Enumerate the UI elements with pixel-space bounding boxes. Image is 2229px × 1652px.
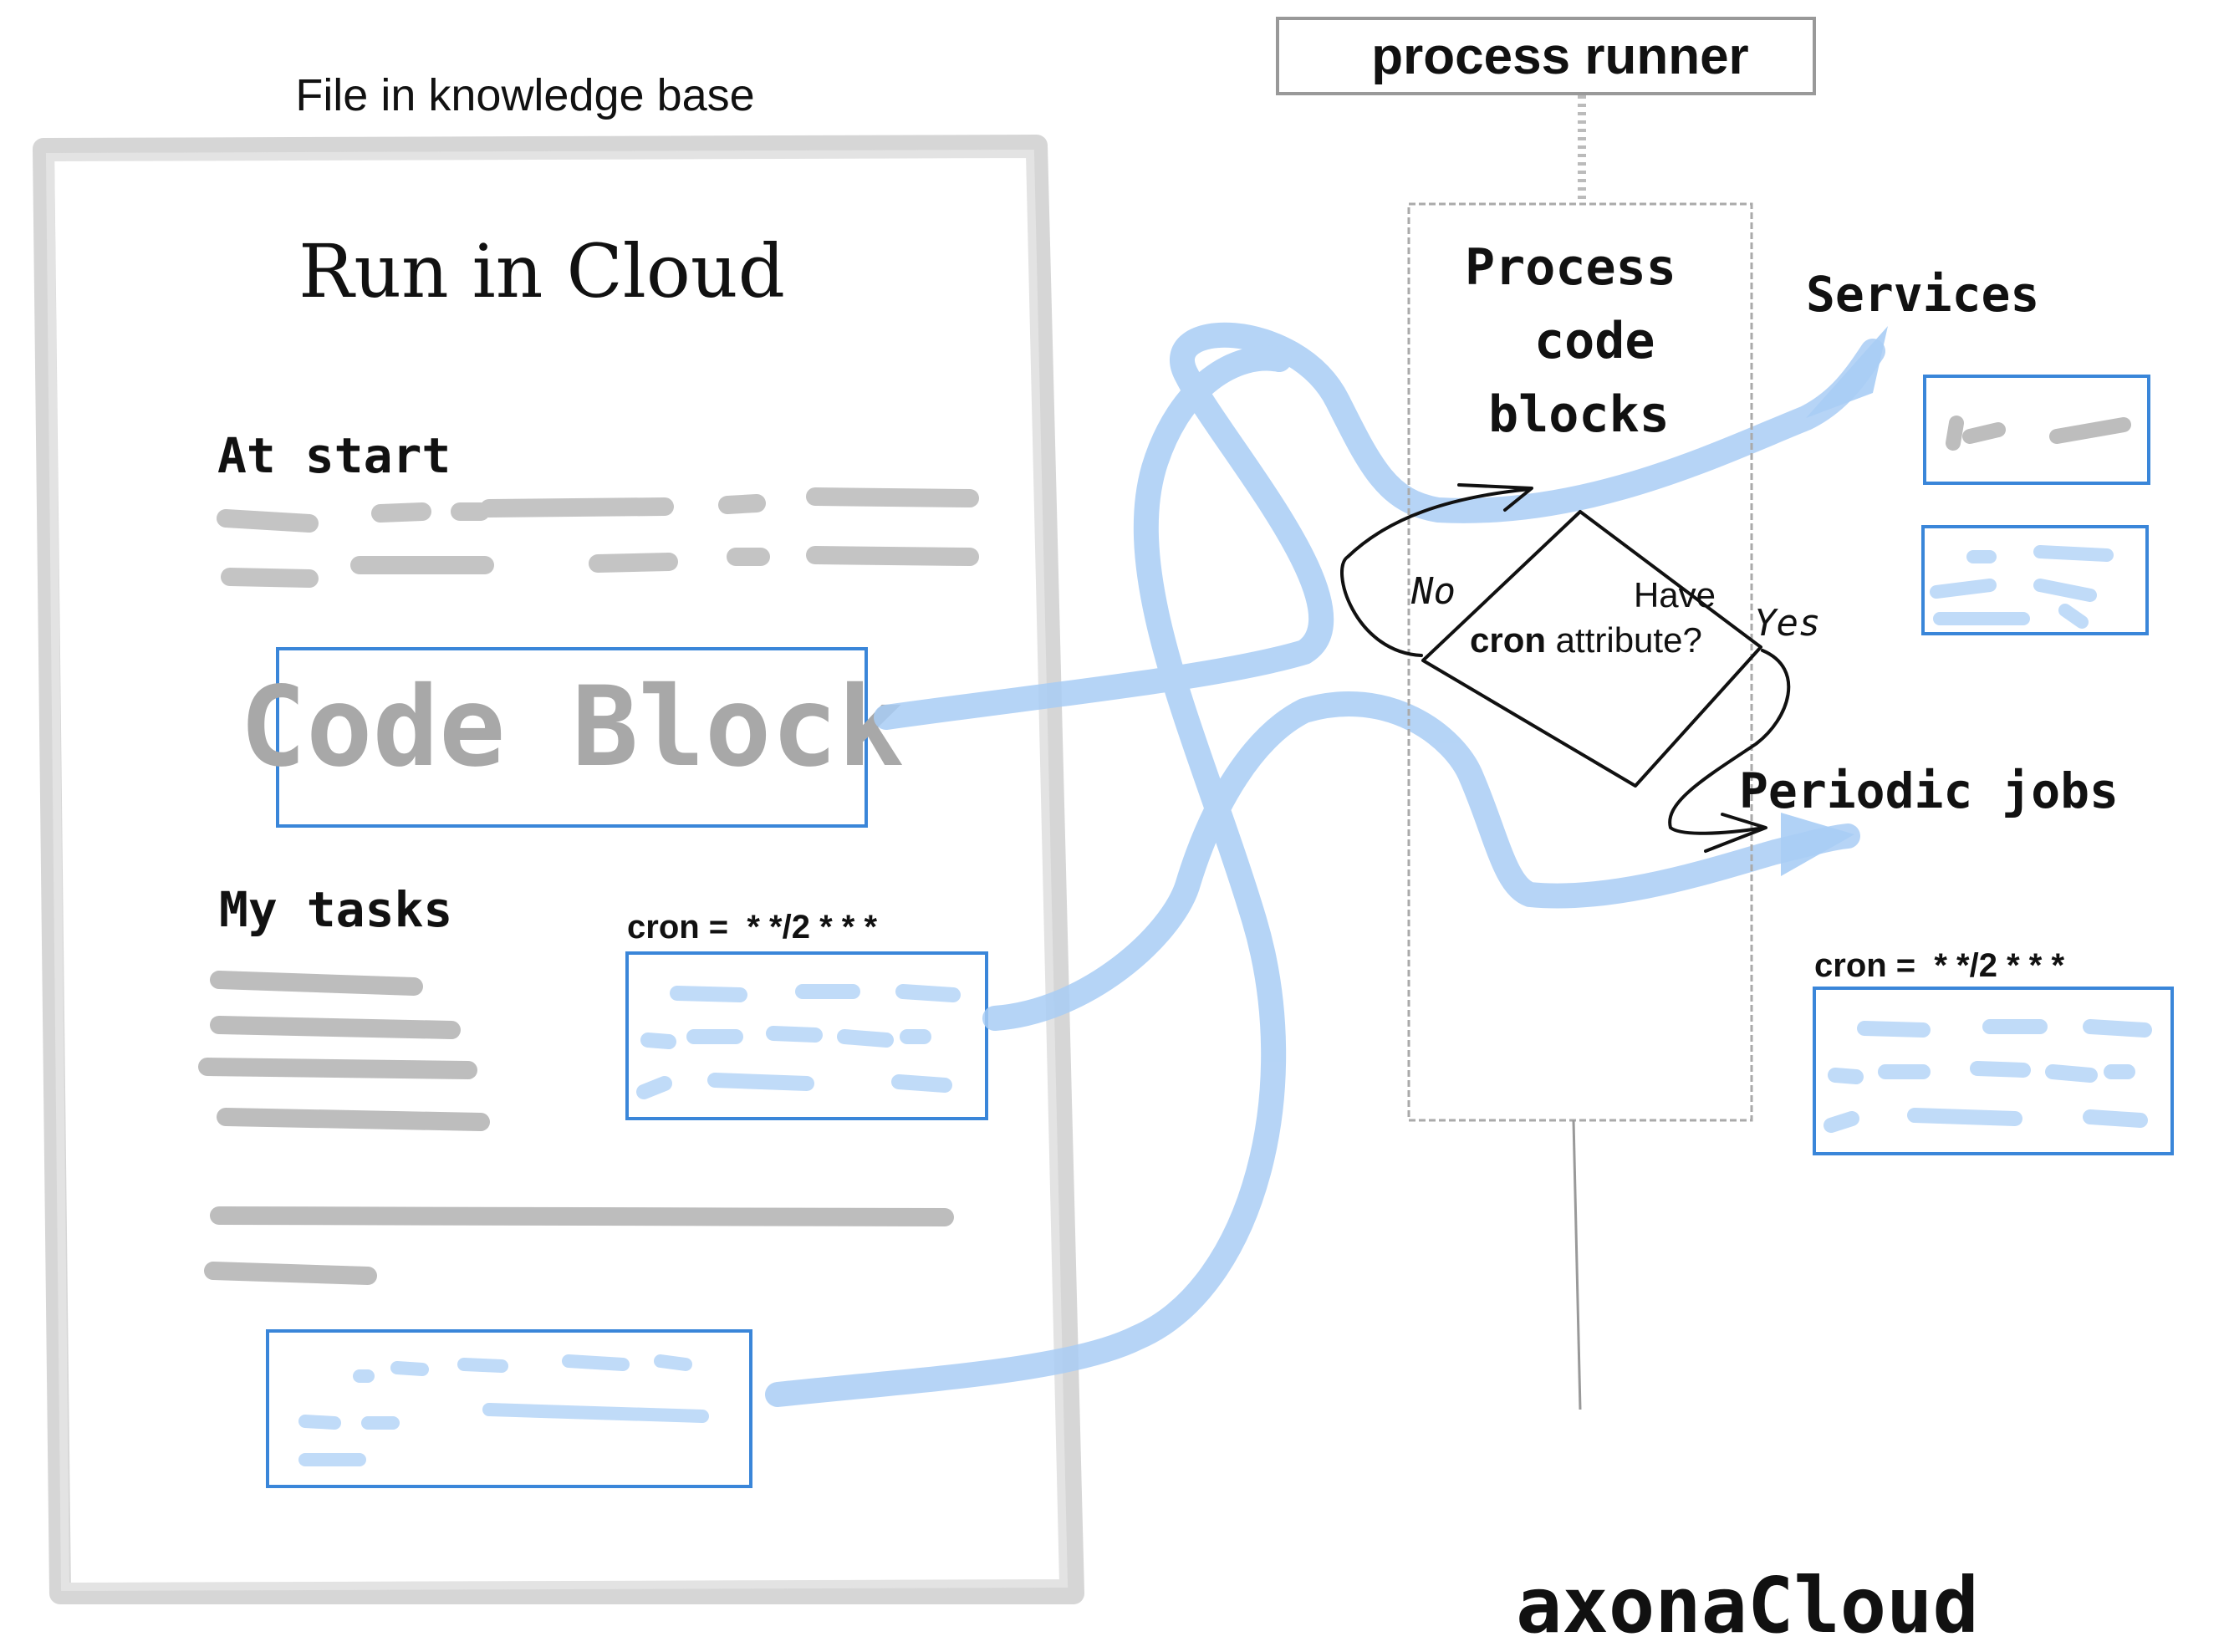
process-column: [1407, 202, 1753, 1122]
service-box-1-content: [1946, 416, 2131, 451]
no-label: No: [1410, 570, 1456, 613]
process-runner-box: [1276, 17, 1816, 95]
decision-diamond: [1421, 510, 1762, 788]
process-label-line2: code: [1534, 312, 1655, 370]
periodic-job-box-content: [1823, 1019, 2152, 1133]
yes-arrowhead: [1704, 813, 1767, 853]
periodic-jobs-heading: Periodic jobs: [1739, 762, 2119, 819]
decision-text-line2: cron attribute?: [1470, 620, 1702, 660]
service-box-1: [1923, 375, 2150, 485]
periodic-cron-label: cron = * */2 * * *: [1814, 947, 2064, 984]
flow-cron-task-to-periodic: [982, 691, 1860, 1031]
no-branch-arrow: [1340, 487, 1532, 657]
file-caption: File in knowledge base: [295, 70, 754, 120]
process-column-tail: [1572, 1119, 1582, 1410]
service-box-2-content: [1930, 545, 2114, 629]
process-runner: process runner Process code blocks Have …: [1276, 17, 1820, 1410]
no-arrowhead: [1457, 483, 1533, 512]
decision-rest: attribute?: [1546, 620, 1702, 660]
cron-task-box-content: [636, 984, 961, 1099]
lower-code-box: [266, 1329, 752, 1488]
decision-cron-keyword: cron: [1470, 620, 1546, 660]
flow-paths: [765, 322, 1885, 1407]
outputs: Services Periodic jobs cron = * */2 * * …: [1739, 266, 2174, 1155]
process-label-line1: Process: [1465, 238, 1676, 297]
knowledge-base-file: File in knowledge base Run in Cloud At s…: [33, 70, 1084, 1604]
code-block-label: Code Block: [240, 663, 905, 792]
periodic-arrowhead: [1781, 813, 1854, 876]
yes-label: Yes: [1754, 602, 1820, 645]
services-arrowhead: [1806, 326, 1888, 418]
decision-text-line1: Have: [1634, 575, 1716, 614]
my-tasks-heading: My tasks: [219, 881, 452, 938]
brand-logo-text: axonaCloud: [1516, 1561, 1979, 1650]
process-label-line3: blocks: [1488, 385, 1670, 444]
cron-task-box: [625, 951, 988, 1120]
service-box-2: [1921, 525, 2149, 635]
flow-code-block-to-services: [874, 322, 1885, 730]
task-cron-label: cron = * */2 * * *: [627, 909, 877, 946]
flow-lower-box-loop: [765, 345, 1292, 1407]
yes-branch-arrow: [1668, 649, 1791, 835]
process-runner-title: process runner: [1371, 28, 1748, 85]
code-block-box: [276, 647, 868, 828]
placeholder-text-at-start: [217, 487, 979, 588]
document-sheet: [33, 135, 1084, 1604]
lower-code-box-content: [298, 1354, 709, 1466]
placeholder-text-my-tasks: [198, 971, 954, 1285]
services-heading: Services: [1806, 266, 2039, 323]
document-title: Run in Cloud: [298, 228, 785, 314]
at-start-heading: At start: [217, 427, 451, 484]
periodic-job-box: [1813, 987, 2174, 1155]
